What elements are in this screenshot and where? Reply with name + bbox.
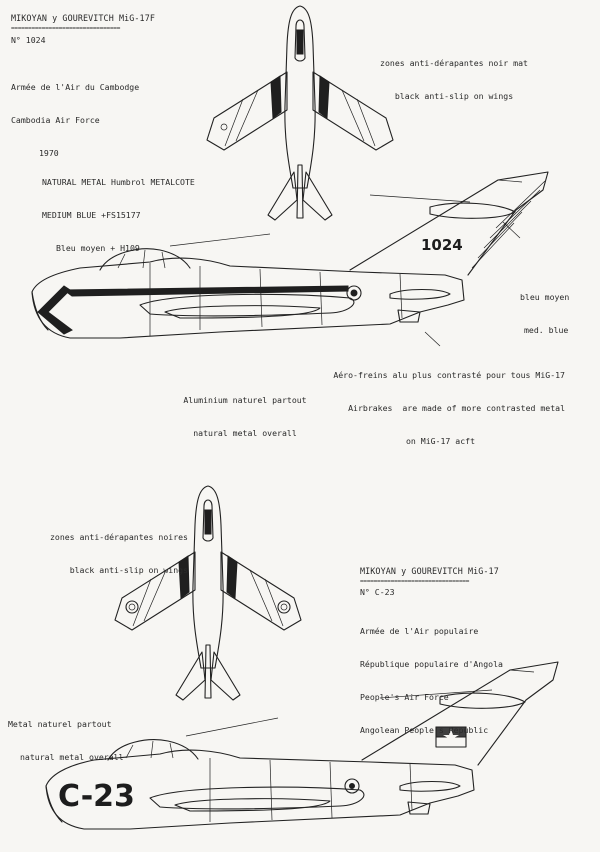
top-view-aircraft-1 [206,5,394,221]
sheet1-airbrake-note: Aéro-freins alu plus contrasté pour tous… [290,348,565,458]
sheet2-overall-fr: Metal naturel partout [8,719,112,729]
sheet1-number: N° 1024 [11,35,46,45]
sheet2-antislip-fr: zones anti-dérapantes noires [49,532,188,542]
sheet2-unit-line-3: People's Air Force [360,692,449,702]
sheet1-unit-block: Armée de l'Air du Cambodge Cambodia Air … [11,60,139,170]
sheet2-overall-note: Metal naturel partout natural metal over… [8,697,124,774]
sheet1-paint-line-3: Bleu moyen + H109 [56,243,140,253]
sheet1-airbrake-fr: Aéro-freins alu plus contrasté pour tous… [333,370,565,380]
sheet2-rule: ================================ [360,578,470,585]
sheet1-fin-note: bleu moyen med. blue [520,270,569,347]
sheet2-antislip-en: black anti-slip on wings [69,565,188,575]
sheet1-antislip-en: black anti-slip on wings [394,91,514,101]
top-view-aircraft-2 [114,485,302,701]
side-view-aircraft-2: C-23 [45,661,559,830]
sheet2-unit-line-4: Angolean People's Republic [360,725,489,735]
sheet2-overall-en: natural metal overall [20,752,124,762]
sheet1-rule: ================================ [11,25,121,32]
sheet2-title: MIKOYAN y GOUREVITCH MiG-17 [360,566,499,576]
sheet1-overall-note: Aluminium naturel partout natural metal … [170,373,320,450]
sheet2-unit-line-1: Armée de l'Air populaire [360,626,479,636]
side-view-aircraft-1: 1024 [31,171,549,339]
sheet1-overall-fr: Aluminium naturel partout [183,395,307,405]
leader-lines-2 [185,689,493,737]
sheet1-antislip-fr: zones anti-dérapantes noir mat [380,58,528,68]
sheet2-antislip-note: zones anti-dérapantes noires black anti-… [8,510,188,587]
sheet1-unit-line-1: Armée de l'Air du Cambodge [11,82,140,92]
sheet1-title: MIKOYAN y GOUREVITCH MiG-17F [11,13,155,23]
sheet2-unit-block: Armée de l'Air populaire République popu… [360,604,503,747]
sheet1-unit-year: 1970 [39,148,59,158]
sheet1-paint-line-2: MEDIUM BLUE +FS15177 [42,210,141,220]
sheet2-unit-line-2: République populaire d'Angola [360,659,503,669]
side-serial-1024: 1024 [421,236,463,254]
sheet1-paint-note: NATURAL METAL Humbrol METALCOTE MEDIUM B… [42,155,195,265]
side-serial-c23: C-23 [58,779,135,814]
sheet2-number: N° C-23 [360,587,395,597]
sheet1-paint-line-1: NATURAL METAL Humbrol METALCOTE [42,177,195,187]
sheet1-airbrake-en-2: on MiG-17 acft [405,436,475,446]
sheet1-antislip-note: zones anti-dérapantes noir mat black ant… [360,36,548,113]
sheet1-overall-en: natural metal overall [193,428,297,438]
leader-lines-1 [169,194,521,347]
sheet1-airbrake-en: Airbrakes are made of more contrasted me… [348,403,565,413]
sheet1-fin-fr: bleu moyen [520,292,570,302]
sheet1-unit-line-2: Cambodia Air Force [11,115,100,125]
sheet1-fin-en: med. blue [524,325,569,335]
